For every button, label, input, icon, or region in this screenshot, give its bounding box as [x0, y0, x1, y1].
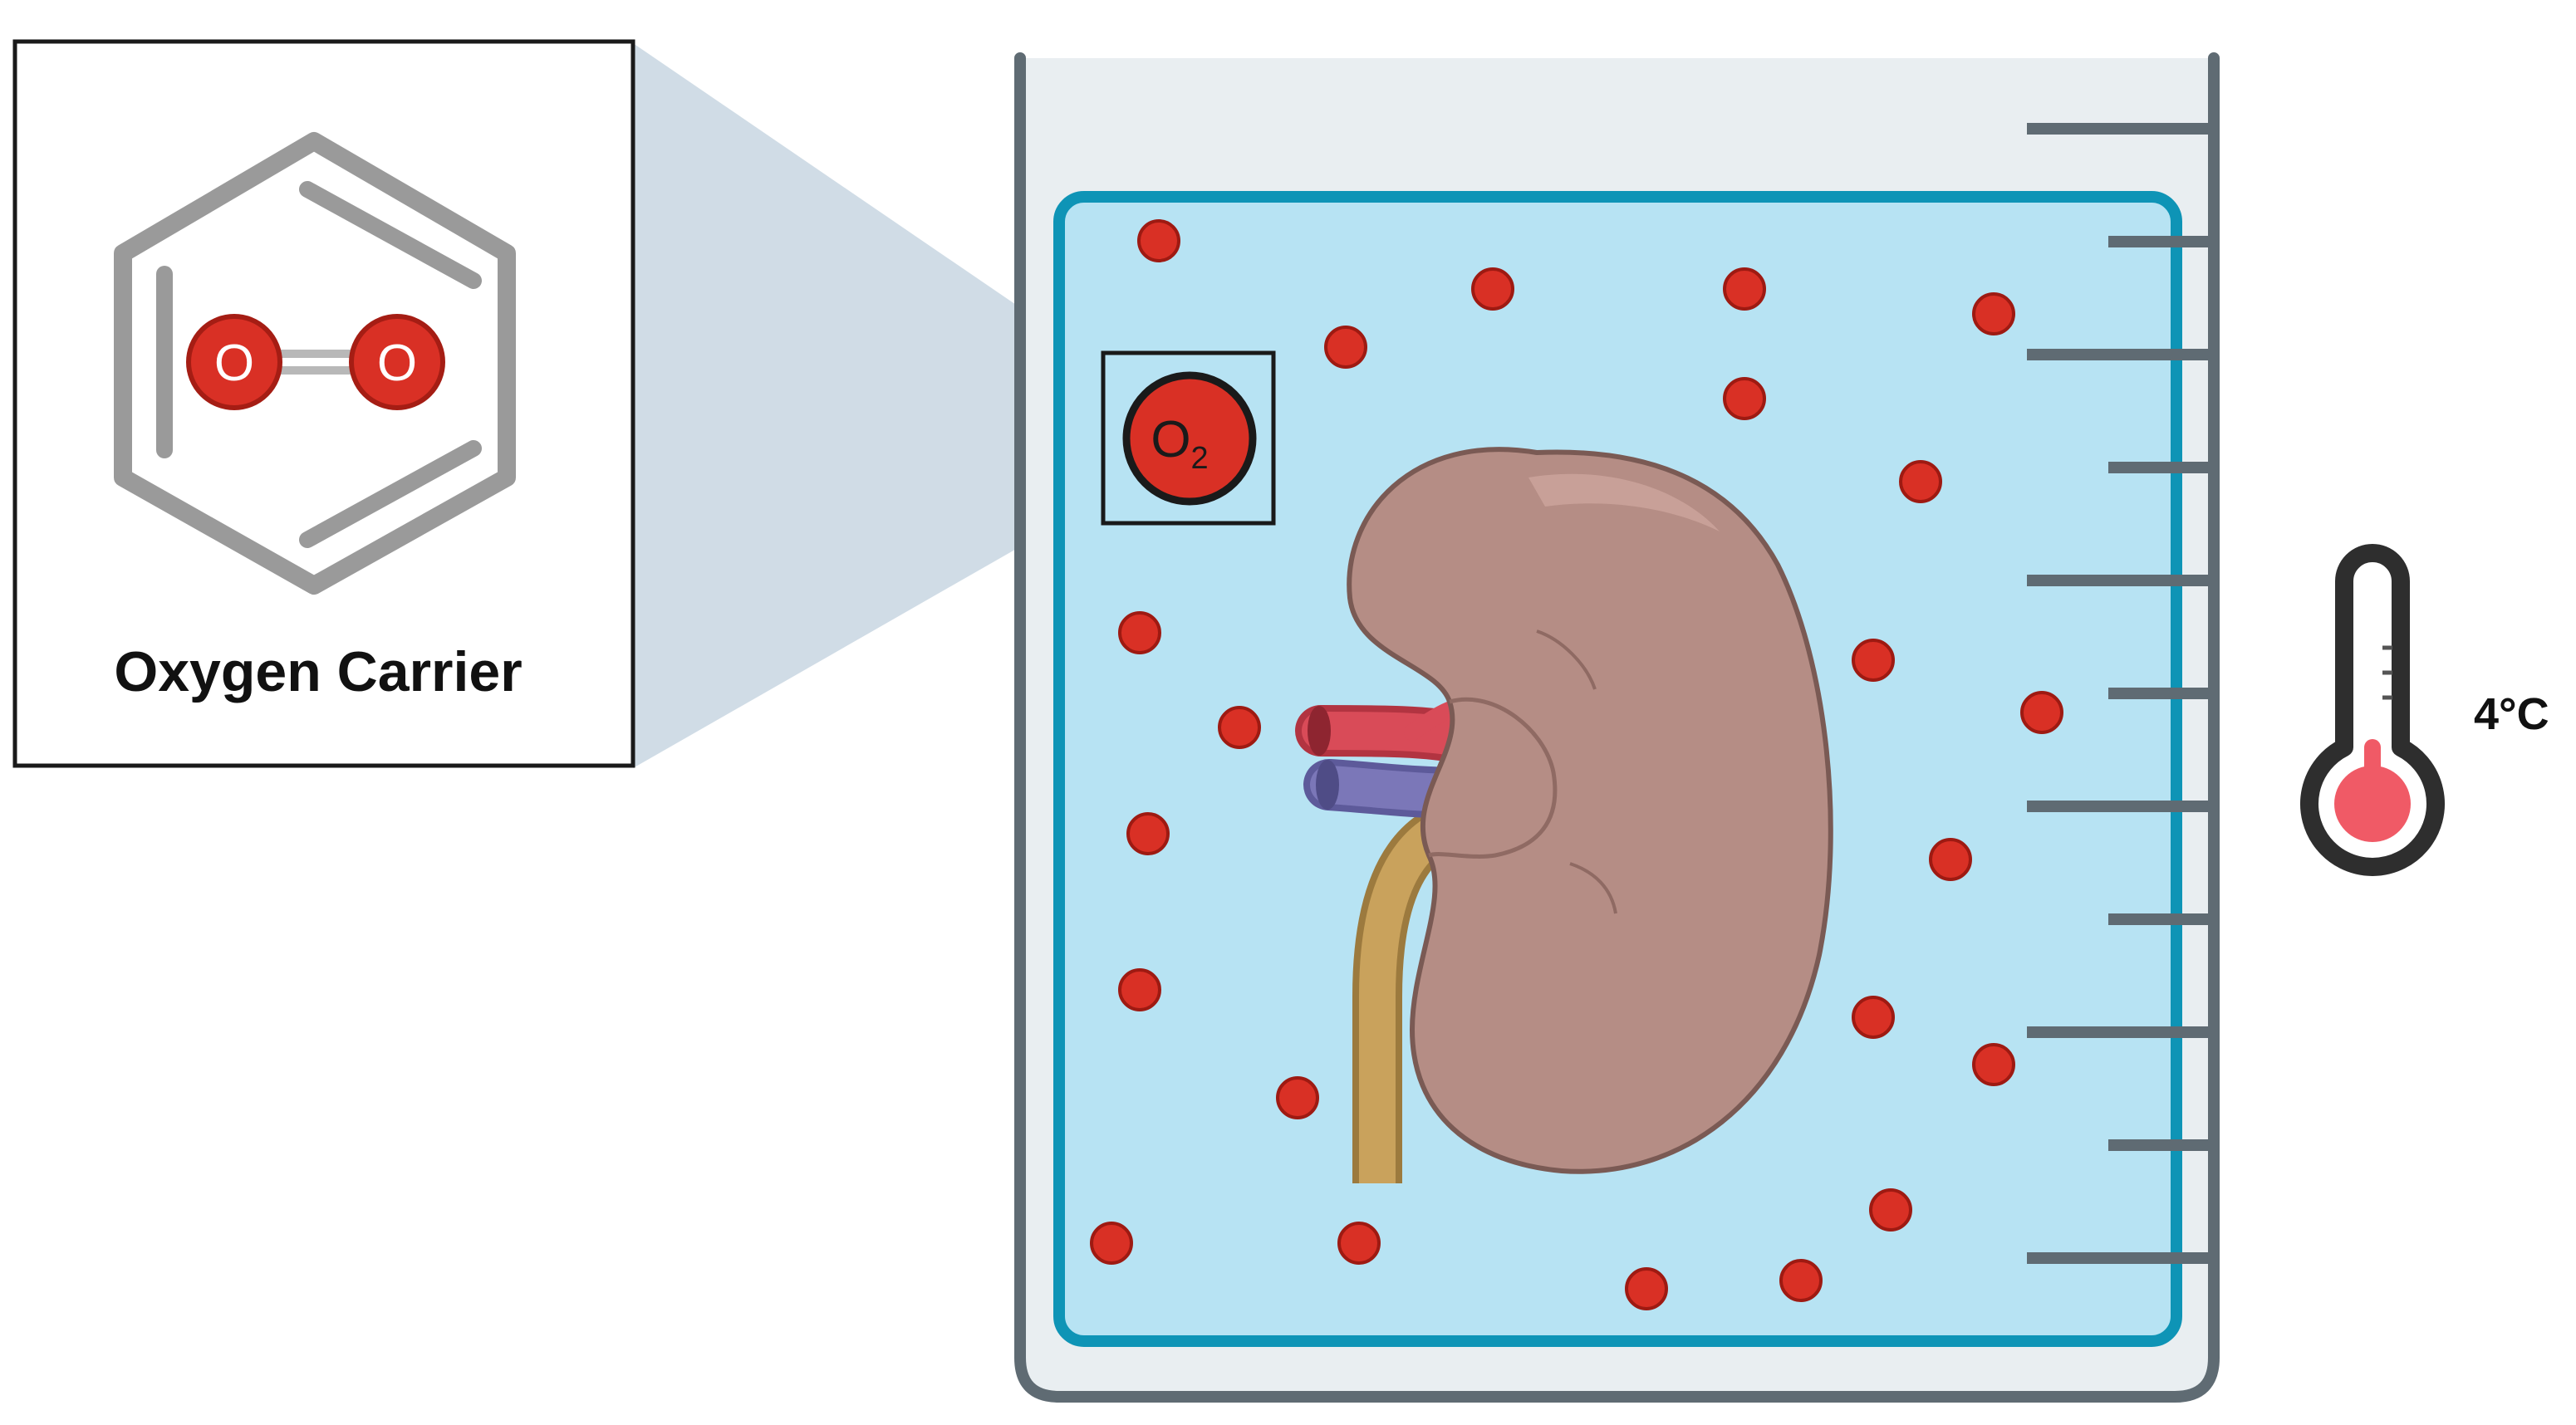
- oxygen-dot: [1337, 1222, 1381, 1265]
- kidney-icon: [1347, 447, 1833, 1174]
- ring-molecule-icon: [114, 132, 516, 595]
- oxygen-dot: [1126, 812, 1170, 855]
- thermometer-icon: [2300, 544, 2445, 876]
- oxygen-dot: [1852, 996, 1895, 1039]
- oxygen-dot: [1972, 1043, 2015, 1086]
- kidney-highlight: [1528, 473, 1720, 531]
- oxygen-molecule-icon: O O: [186, 314, 445, 410]
- oxygen-dot: [1625, 1267, 1668, 1310]
- oxygen-carrier-inset: O O Oxygen Carrier: [12, 39, 635, 768]
- oxygen-dot: [2020, 691, 2063, 734]
- oxygen-atom-right-label: O: [377, 335, 417, 392]
- oxygen-dot: [1929, 838, 1972, 881]
- oxygen-atom-left-label: O: [214, 335, 254, 392]
- kidney-hilum: [1428, 697, 1558, 859]
- o2-label-subscript: 2: [1191, 441, 1209, 476]
- oxygen-dot: [1090, 1222, 1133, 1265]
- oxygen-dot: [1276, 1076, 1319, 1119]
- inset-label: Oxygen Carrier: [114, 640, 522, 703]
- oxygen-dot: [1723, 377, 1766, 420]
- oxygen-dot: [1118, 968, 1161, 1011]
- kidney-body: [1347, 447, 1833, 1174]
- oxygen-dot: [1471, 267, 1514, 311]
- thermometer-bulb: [2334, 766, 2411, 842]
- oxygen-dot: [1899, 460, 1942, 503]
- o2-highlight-frame: [1101, 350, 1276, 526]
- oxygen-dots: [1090, 219, 2063, 1310]
- o2-molecule-icon: [1122, 371, 1257, 506]
- oxygen-dot: [1869, 1188, 1912, 1232]
- oxygen-dot: [1218, 706, 1261, 749]
- temperature-unit: °C: [2499, 689, 2549, 739]
- oxygen-dot: [1779, 1259, 1823, 1302]
- oxygen-dot: [1118, 611, 1161, 654]
- callout-wedge: [633, 43, 1105, 768]
- beaker-outline: [1014, 52, 2220, 1403]
- oxygen-atom-left: [186, 314, 282, 410]
- oxygen-dot: [1723, 267, 1766, 311]
- oxygen-atom-right: [349, 314, 445, 410]
- highlighted-o2: O2: [1101, 350, 1276, 526]
- o2-label-base: O: [1151, 411, 1190, 468]
- beaker-graduations: [2027, 123, 2210, 1264]
- temperature-label: 4°C: [2474, 689, 2549, 739]
- oxygen-dot: [1137, 219, 1180, 262]
- o2-label: O2: [1151, 411, 1208, 476]
- oxygen-dot: [1852, 639, 1895, 682]
- oxygen-dot: [1324, 326, 1367, 369]
- oxygen-dot: [1972, 292, 2015, 335]
- ring-inner-bonds: [156, 181, 482, 548]
- temperature-value: 4: [2474, 689, 2499, 739]
